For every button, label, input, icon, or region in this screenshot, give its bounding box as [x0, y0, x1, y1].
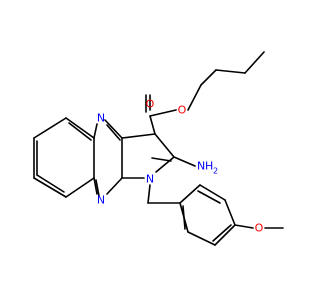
atom-h-amino: H: [205, 160, 213, 173]
atom-o-methoxy: O: [255, 222, 264, 235]
bond-line: [149, 109, 177, 117]
amino-h-subscript: 2: [213, 167, 218, 176]
bond-line: [33, 177, 67, 198]
bond-line: [104, 119, 123, 139]
atom-n-amino: N: [197, 160, 205, 173]
bond-line: [93, 123, 98, 139]
bond-line: [155, 156, 175, 173]
bond-line: [187, 231, 216, 246]
bond-line: [199, 184, 226, 201]
atom-n-quinoxaline-lower: N: [97, 194, 105, 207]
bond-line: [147, 184, 151, 204]
double-bond-line: [212, 224, 232, 242]
bond-line: [121, 133, 156, 139]
double-bond-line: [68, 122, 92, 141]
bond-line: [179, 184, 201, 204]
bond-line: [33, 117, 67, 139]
bond-line: [214, 224, 236, 246]
double-bond-line: [151, 157, 172, 162]
atom-o-carbonyl: O: [146, 98, 155, 111]
bond-line: [149, 115, 156, 135]
atom-o-ester: O: [178, 104, 187, 117]
bond-line: [234, 224, 254, 229]
bond-line: [65, 177, 95, 198]
double-bond-line: [182, 205, 186, 230]
bond-line: [224, 199, 236, 226]
atom-n-quinoxaline-upper: N: [97, 112, 105, 125]
bond-line: [187, 84, 202, 111]
atom-nh2: N H 2: [197, 160, 218, 176]
bond-line: [65, 117, 95, 139]
bond-line: [173, 156, 196, 167]
bond-line: [244, 51, 265, 74]
double-bond-line: [197, 190, 221, 204]
bond-line: [215, 69, 246, 74]
double-bond-line: [95, 179, 100, 197]
bond-line: [106, 177, 123, 195]
bond-lines: [33, 51, 284, 246]
double-bond-line: [106, 124, 121, 141]
atom-n-pyrrole: N: [146, 173, 154, 186]
molecule-structure: O O N H 2 N N N O: [33, 51, 284, 246]
double-bond-line: [36, 174, 65, 193]
bond-line: [154, 133, 175, 158]
bond-line: [93, 177, 98, 195]
bond-line: [200, 69, 217, 86]
